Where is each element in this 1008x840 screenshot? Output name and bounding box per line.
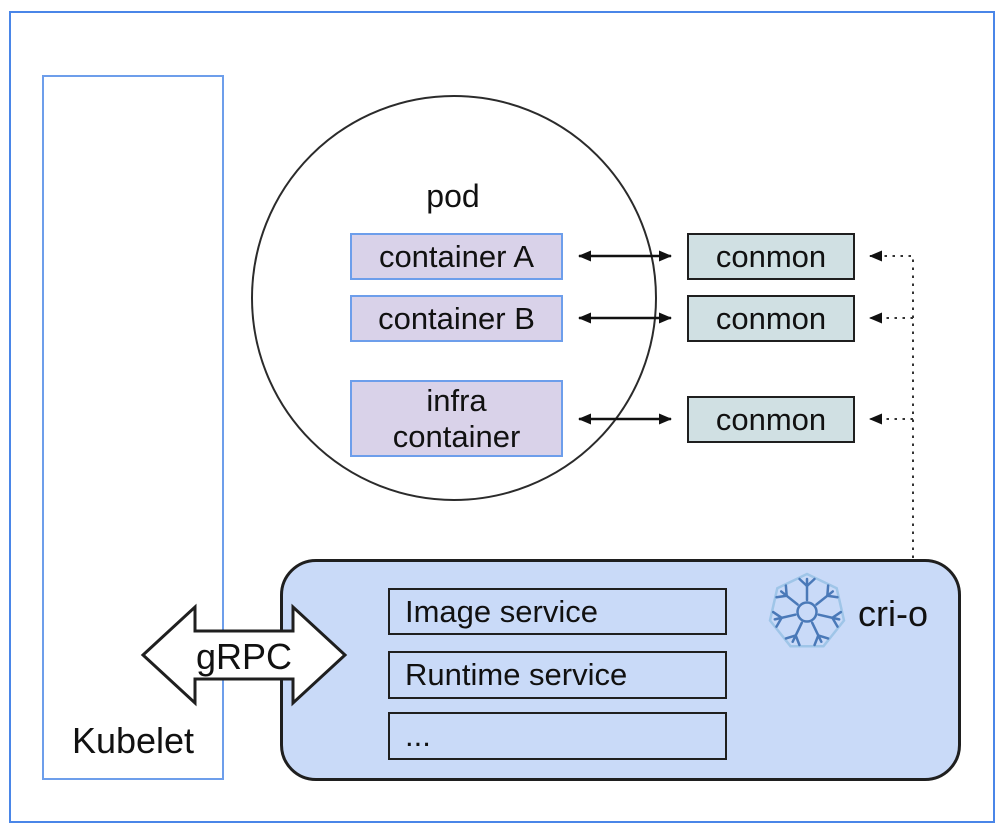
container-b-label: container B [378, 300, 535, 336]
conmon-label-2: conmon [715, 300, 827, 336]
more-services-box: ... [388, 712, 727, 760]
image-service-label: Image service [405, 593, 598, 629]
container-a-box: container A [350, 233, 563, 280]
pod-label: pod [426, 178, 480, 214]
kubelet-label: Kubelet [71, 720, 195, 761]
conmon-box-2: conmon [687, 295, 855, 342]
more-services-label: ... [405, 718, 431, 753]
grpc-label: gRPC [195, 636, 293, 677]
runtime-service-label: Runtime service [405, 657, 628, 692]
container-a-label: container A [378, 238, 535, 274]
runtime-service-box: Runtime service [388, 651, 727, 699]
conmon-box-3: conmon [687, 396, 855, 443]
conmon-label-3: conmon [715, 401, 827, 437]
crio-box [280, 559, 961, 781]
crio-label: cri-o [858, 593, 928, 634]
outer-frame [9, 11, 995, 823]
infra-container-box: infra container [350, 380, 563, 457]
image-service-box: Image service [388, 588, 727, 635]
container-b-box: container B [350, 295, 563, 342]
infra-container-label: infra container [392, 382, 521, 454]
conmon-box-1: conmon [687, 233, 855, 280]
conmon-label-1: conmon [715, 238, 827, 274]
